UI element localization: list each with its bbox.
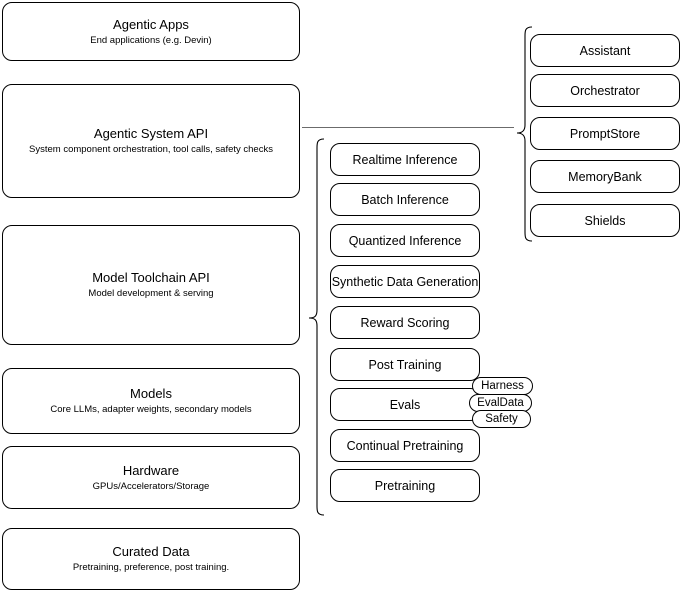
eval-badge-evaldata[interactable]: EvalData [469,394,532,412]
eval-badge-harness[interactable]: Harness [472,377,533,395]
toolchain-box-quantized-inference[interactable]: Quantized Inference [330,224,480,257]
brace-system-components [516,26,533,242]
system-component-box-shields[interactable]: Shields [530,204,680,237]
toolchain-box-label: Pretraining [374,478,436,493]
toolchain-box-reward-scoring[interactable]: Reward Scoring [330,306,480,339]
stack-layer-title: Curated Data [112,544,190,559]
system-component-box-memorybank[interactable]: MemoryBank [530,160,680,193]
stack-layer-hardware[interactable]: Hardware GPUs/Accelerators/Storage [2,446,300,509]
stack-layer-subtitle: Pretraining, preference, post training. [72,562,230,573]
stack-layer-subtitle: End applications (e.g. Devin) [90,34,212,46]
system-component-box-assistant[interactable]: Assistant [530,34,680,67]
brace-toolchain [308,138,325,516]
eval-badge-safety[interactable]: Safety [472,410,531,428]
toolchain-box-batch-inference[interactable]: Batch Inference [330,183,480,216]
toolchain-box-continual-pretraining[interactable]: Continual Pretraining [330,429,480,462]
toolchain-box-label: Reward Scoring [360,315,450,330]
toolchain-box-label: Evals [389,397,421,412]
toolchain-box-synthetic-data-generation[interactable]: Synthetic Data Generation [330,265,480,298]
stack-layer-agentic-apps[interactable]: Agentic Apps End applications (e.g. Devi… [2,2,300,61]
eval-badge-label: Harness [481,379,524,392]
stack-layer-title: Hardware [122,462,180,478]
system-component-box-promptstore[interactable]: PromptStore [530,117,680,150]
system-component-label: Orchestrator [570,83,640,98]
system-component-label: MemoryBank [568,169,642,184]
stack-layer-subtitle: Model development & serving [88,288,214,299]
toolchain-box-label: Batch Inference [361,192,449,207]
stack-layer-title: Agentic Apps [113,16,189,32]
stack-layer-subtitle: Core LLMs, adapter weights, secondary mo… [50,404,252,415]
stack-layer-curated-data[interactable]: Curated Data Pretraining, preference, po… [2,528,300,590]
stack-layer-subtitle: GPUs/Accelerators/Storage [92,480,210,492]
stack-layer-title: Agentic System API [93,126,209,141]
connector-line-system-api [302,127,514,128]
stack-layer-models[interactable]: Models Core LLMs, adapter weights, secon… [2,368,300,434]
system-component-label: Shields [584,213,626,228]
toolchain-box-evals[interactable]: Evals [330,388,480,421]
system-component-box-orchestrator[interactable]: Orchestrator [530,74,680,107]
toolchain-box-realtime-inference[interactable]: Realtime Inference [330,143,480,176]
eval-badge-label: Safety [485,412,518,425]
toolchain-box-label: Quantized Inference [348,233,462,248]
stack-layer-subtitle: System component orchestration, tool cal… [29,144,273,155]
stack-layer-title: Models [130,386,172,401]
system-component-label: Assistant [579,43,631,58]
eval-badge-label: EvalData [477,396,524,409]
toolchain-box-post-training[interactable]: Post Training [330,348,480,381]
toolchain-box-label: Post Training [368,357,442,372]
system-component-label: PromptStore [569,126,641,141]
toolchain-box-pretraining[interactable]: Pretraining [330,469,480,502]
toolchain-box-label: Synthetic Data Generation [331,274,479,289]
toolchain-box-label: Realtime Inference [352,152,458,167]
toolchain-box-label: Continual Pretraining [346,438,464,453]
stack-layer-model-toolchain-api[interactable]: Model Toolchain API Model development & … [2,225,300,345]
stack-layer-agentic-system-api[interactable]: Agentic System API System component orch… [2,84,300,198]
stack-layer-title: Model Toolchain API [92,270,210,285]
